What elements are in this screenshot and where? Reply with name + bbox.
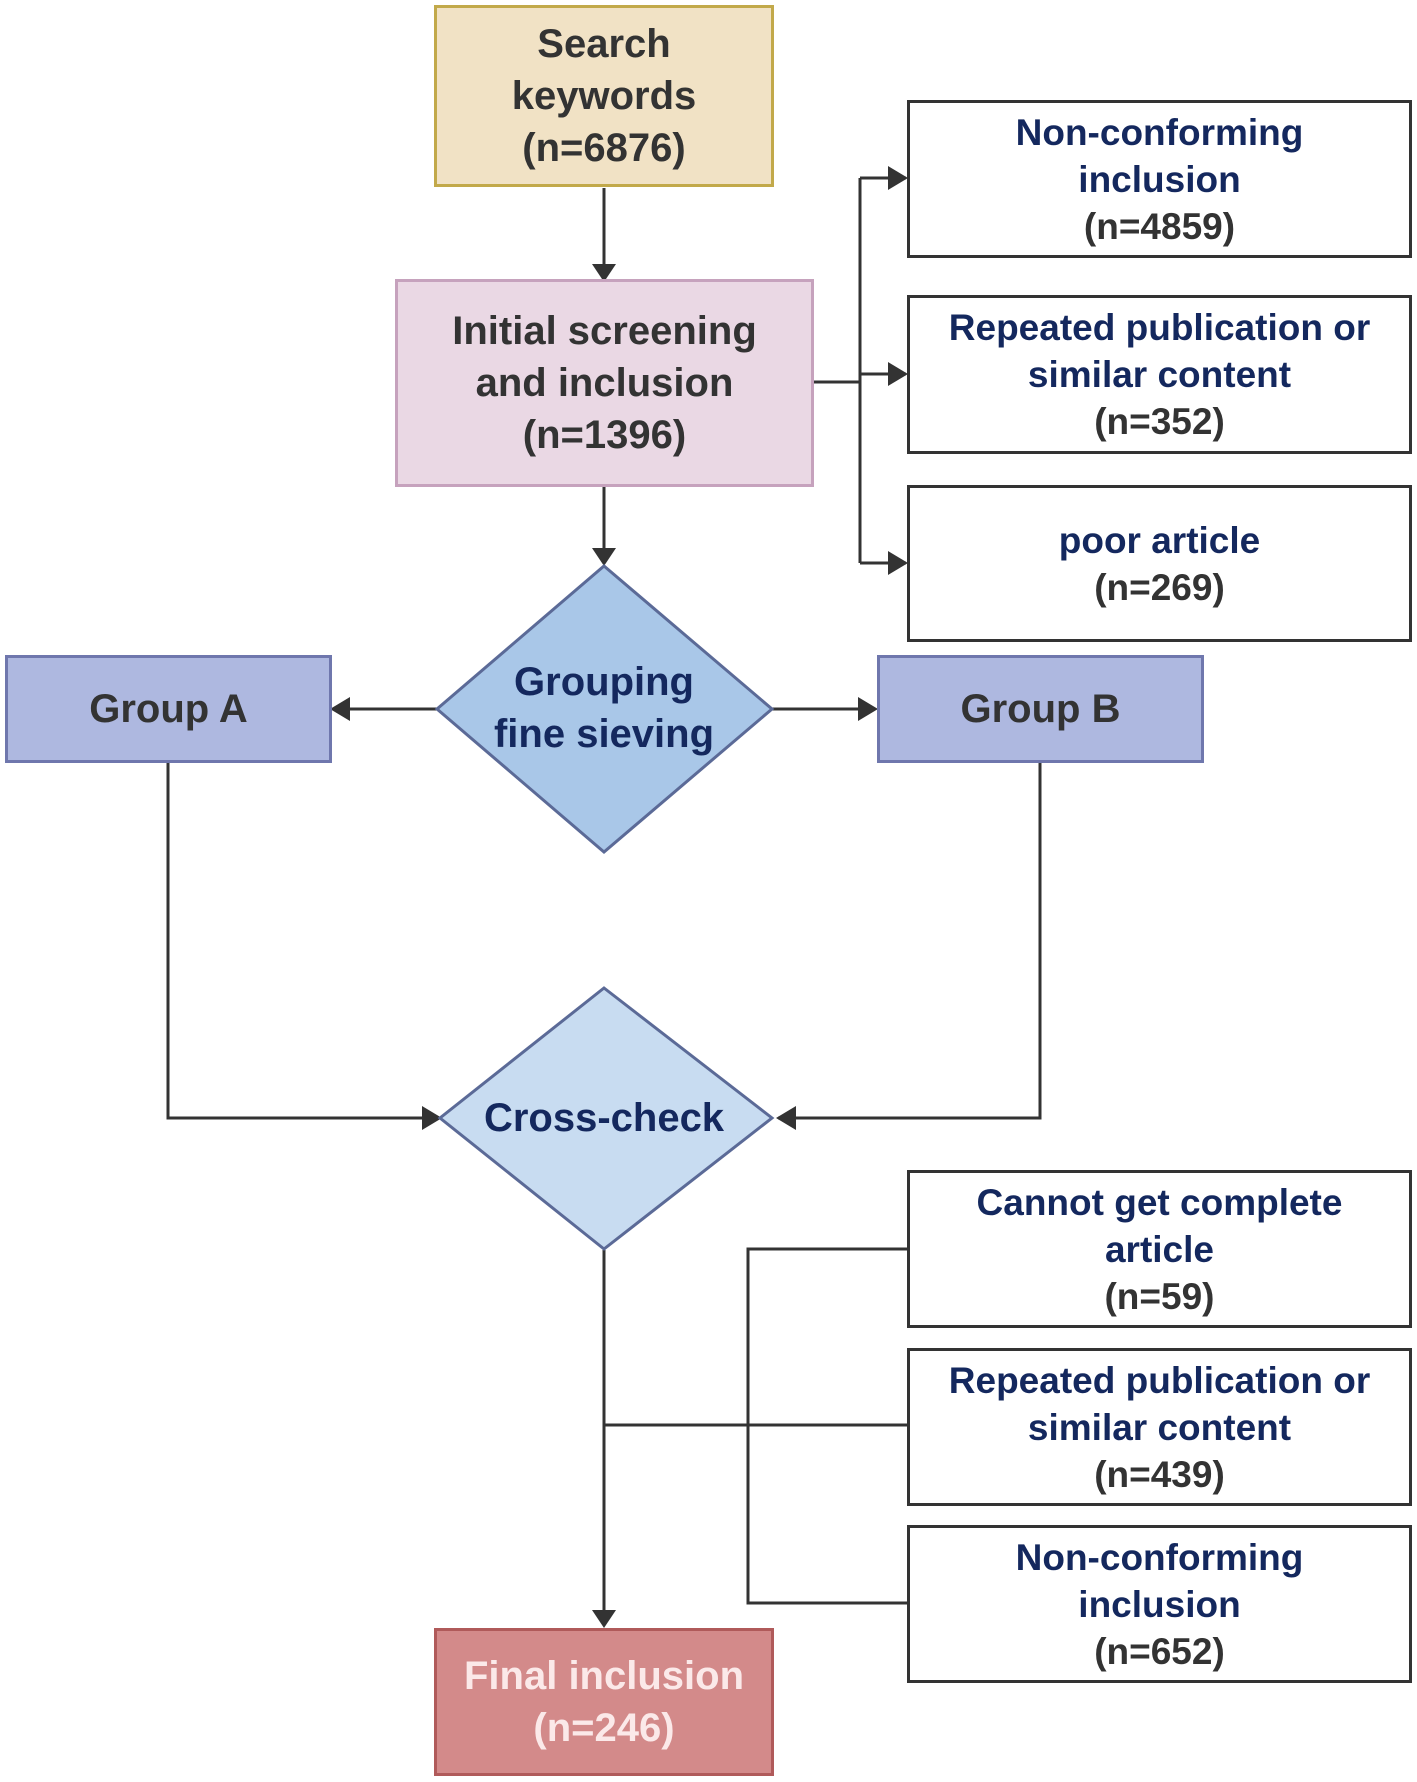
group-b-label: Group B: [960, 687, 1121, 731]
exclusion2-3-line1: Non-conforming: [1015, 1536, 1304, 1578]
group-a-label: Group A: [89, 687, 248, 731]
arrowhead-exclusion1-2: [888, 362, 908, 386]
exclusion1-2-line2: similar content: [1027, 354, 1292, 395]
initial-line2: and inclusion: [475, 361, 734, 405]
exclusion2-2-line1: Repeated publication or: [948, 1359, 1371, 1401]
arrowhead-group-a: [330, 697, 350, 721]
exclusion1-poor-article: poor article (n=269): [907, 485, 1412, 642]
exclusion1-1-count: (n=4859): [1083, 205, 1236, 247]
exclusion2-cannot-get-article: Cannot get complete article (n=59): [907, 1170, 1412, 1328]
grouping-diamond: [434, 564, 775, 854]
search-count: (n=6876): [522, 126, 686, 170]
arrowhead-exclusion1-1: [888, 166, 908, 190]
search-line2: keywords: [511, 74, 697, 118]
arrow-group-a-to-crosscheck: [166, 763, 437, 1120]
crosscheck-diamond: [437, 986, 775, 1251]
exclusion1-3-count: (n=269): [1094, 566, 1225, 608]
arrowhead-exclusion1-3: [888, 551, 908, 575]
exclusion2-2-count: (n=439): [1094, 1453, 1225, 1495]
group-a-box: Group A: [5, 655, 332, 763]
arrowhead-crosscheck-right: [776, 1106, 796, 1130]
initial-count: (n=1396): [522, 413, 687, 457]
search-keywords-box: Search keywords (n=6876): [434, 5, 774, 187]
grouping-line2: fine sieving: [493, 712, 715, 756]
grouping-line1: Grouping: [514, 660, 694, 704]
final-count: (n=246): [533, 1706, 675, 1750]
exclusion2-3-line2: inclusion: [1078, 1583, 1241, 1625]
exclusion1-2-line1: Repeated publication or: [948, 307, 1371, 348]
crosscheck-label: Cross-check: [454, 1092, 754, 1144]
exclusion2-2-line2: similar content: [1027, 1406, 1292, 1448]
exclusion2-1-line2: article: [1104, 1228, 1214, 1270]
group-b-box: Group B: [877, 655, 1204, 763]
initial-screening-box: Initial screening and inclusion (n=1396): [395, 279, 814, 487]
initial-line1: Initial screening: [452, 309, 757, 353]
arrowhead-grouping: [592, 548, 616, 566]
arrowhead-final: [592, 1610, 616, 1628]
arrowhead-initial: [592, 264, 616, 282]
search-line1: Search: [537, 22, 671, 66]
crosscheck-text: Cross-check: [483, 1096, 725, 1140]
bracket-stage2: [746, 1247, 907, 1605]
arrowhead-group-b: [858, 697, 878, 721]
exclusion2-repeated: Repeated publication or similar content …: [907, 1348, 1412, 1506]
exclusion2-3-count: (n=652): [1094, 1630, 1225, 1672]
exclusion1-repeated: Repeated publication or similar content …: [907, 295, 1412, 454]
final-line1: Final inclusion: [463, 1654, 745, 1698]
exclusion1-2-count: (n=352): [1094, 401, 1225, 442]
arrow-group-b-to-crosscheck: [778, 763, 1042, 1120]
exclusion1-1-line1: Non-conforming: [1015, 111, 1304, 153]
final-inclusion-box: Final inclusion (n=246): [434, 1628, 774, 1776]
grouping-label: Grouping fine sieving: [454, 656, 754, 760]
exclusion1-3-line1: poor article: [1058, 519, 1261, 561]
arrowhead-crosscheck-left: [422, 1106, 442, 1130]
exclusion2-non-conforming: Non-conforming inclusion (n=652): [907, 1525, 1412, 1683]
exclusion2-1-line1: Cannot get complete: [976, 1181, 1343, 1223]
exclusion2-1-count: (n=59): [1104, 1275, 1215, 1317]
exclusion1-1-line2: inclusion: [1078, 158, 1241, 200]
exclusion1-non-conforming: Non-conforming inclusion (n=4859): [907, 100, 1412, 258]
